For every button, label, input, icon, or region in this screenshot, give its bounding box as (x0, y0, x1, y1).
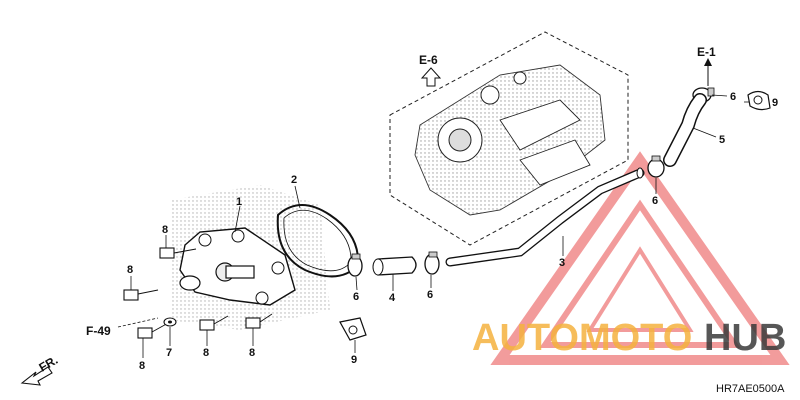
callout-part-6-clamp-3: 6 (652, 195, 658, 207)
watermark-logo (490, 151, 790, 365)
watermark-brand-part2: HUB (704, 317, 786, 359)
short-water-hose (372, 256, 417, 276)
leader-lines (117, 94, 749, 358)
ref-label-f49: F-49 (86, 324, 111, 338)
hose-clamp-3 (647, 155, 665, 178)
watermark-brand-part1: AUTOMOTO (472, 317, 692, 359)
curved-water-hose (663, 93, 707, 167)
callout-part-6-clamp-1: 6 (353, 291, 359, 303)
e1-reference-arrow (704, 58, 712, 86)
callout-part-9-lower: 9 (351, 354, 357, 366)
ref-label-e6: E-6 (419, 53, 438, 67)
callout-part-8-lower-1: 8 (139, 360, 145, 372)
hose-clip-lower (339, 317, 367, 341)
e6-reference-arrow (420, 67, 442, 87)
callout-part-2: 2 (291, 174, 297, 186)
engine-block (389, 31, 629, 246)
callout-part-8-upper: 8 (162, 224, 168, 236)
water-pump-cover (170, 185, 330, 330)
callout-part-4: 4 (389, 292, 396, 304)
bolt-left (123, 289, 159, 301)
callout-part-1: 1 (236, 196, 242, 208)
bolt-upper (159, 247, 197, 259)
hose-clamp-2 (424, 251, 440, 275)
callout-part-8-left: 8 (127, 264, 133, 276)
callout-part-7: 7 (166, 347, 172, 359)
hose-clamp-1 (347, 253, 363, 277)
callout-part-9-upper: 9 (772, 97, 778, 109)
callout-part-3: 3 (559, 257, 565, 269)
callout-part-8-lower-3: 8 (249, 347, 255, 359)
callout-part-5: 5 (719, 134, 725, 146)
ref-label-front: FR. (37, 353, 61, 375)
callout-part-6-clamp-4: 6 (730, 91, 736, 103)
callout-part-6-clamp-2: 6 (427, 289, 433, 301)
diagram-code: HR7AE0500A (716, 383, 785, 395)
water-pipe (445, 167, 645, 267)
callout-part-8-lower-2: 8 (203, 347, 209, 359)
hose-clip-upper (747, 90, 771, 111)
front-direction-arrow (20, 366, 53, 386)
ref-label-e1: E-1 (697, 45, 716, 59)
washer (163, 317, 177, 327)
